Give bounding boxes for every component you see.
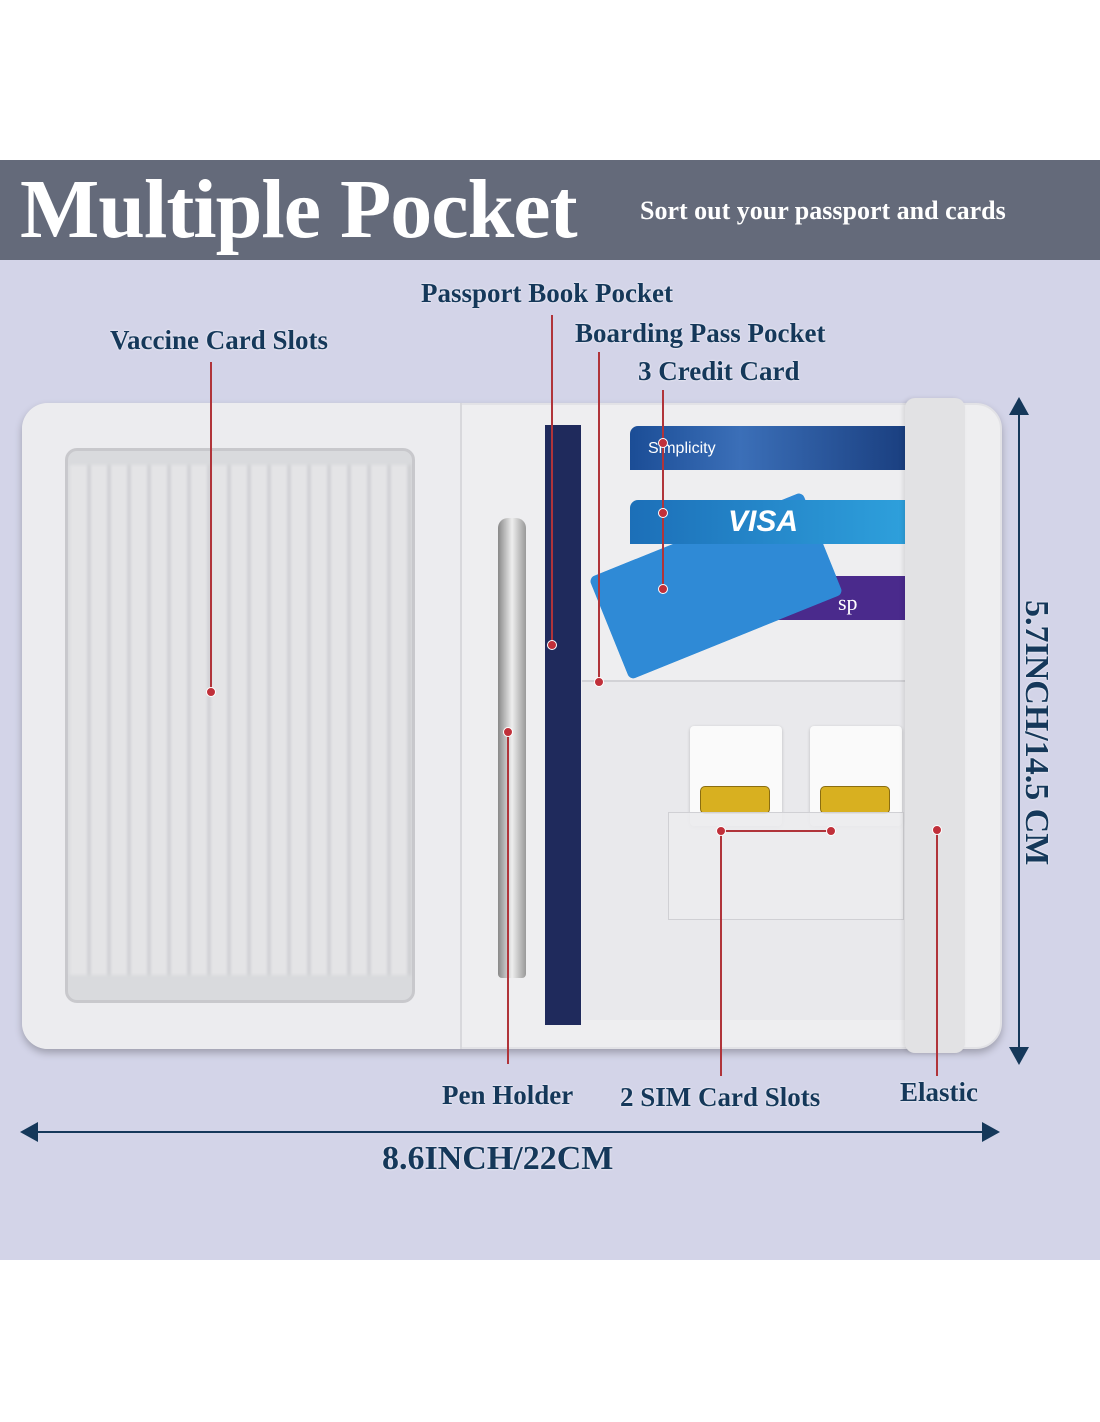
label-elastic: Elastic [900,1077,978,1107]
pointer-dot [594,677,604,687]
credit-card-simplicity: Simplicity [630,426,906,470]
pointer-dot [658,584,668,594]
label-passport-book-pocket: Passport Book Pocket [421,278,673,308]
credit-card-visa: VISA [630,500,906,544]
pointer-dot [547,640,557,650]
card-label: sp [838,590,858,615]
sim-slot-pocket [668,812,904,920]
pointer-dot [503,727,513,737]
height-dimension: 5.7INCH/14.5 CM [1018,600,1055,866]
card-label: VISA [728,505,799,538]
label-pen-holder: Pen Holder [442,1080,574,1110]
elastic-band [905,398,965,1053]
label-sim-card-slots: 2 SIM Card Slots [620,1082,821,1112]
width-arrow [30,1131,990,1133]
label-credit-card: 3 Credit Card [638,356,800,386]
pointer-dot [716,826,726,836]
pointer-line [720,830,722,1076]
pointer-line [210,362,212,692]
header-bar [0,160,1100,260]
arrow-up-icon [1009,397,1029,415]
vaccine-card-blurred [70,465,410,975]
arrow-left-icon [20,1122,38,1142]
sim-card [810,726,902,826]
pointer-line [662,390,664,590]
arrow-right-icon [982,1122,1000,1142]
label-boarding-pass-pocket: Boarding Pass Pocket [575,318,826,348]
pointer-line [507,732,509,1064]
sim-chip-icon [820,786,890,814]
pointer-line [936,830,938,1076]
width-dimension: 8.6INCH/22CM [382,1140,614,1177]
sim-chip-icon [700,786,770,814]
pen [498,518,526,978]
pointer-line [598,352,600,682]
height-arrow [1018,405,1020,1055]
sim-card [690,726,782,826]
pointer-line [551,315,553,645]
page-title: Multiple Pocket [20,163,578,256]
pointer-dot [658,438,668,448]
label-vaccine-card-slots: Vaccine Card Slots [110,325,329,355]
pointer-dot [932,825,942,835]
arrow-down-icon [1009,1047,1029,1065]
pointer-dot [826,826,836,836]
pointer-dot [658,508,668,518]
pointer-dot [206,687,216,697]
page-subtitle: Sort out your passport and cards [640,196,1006,225]
pointer-line [720,830,832,832]
